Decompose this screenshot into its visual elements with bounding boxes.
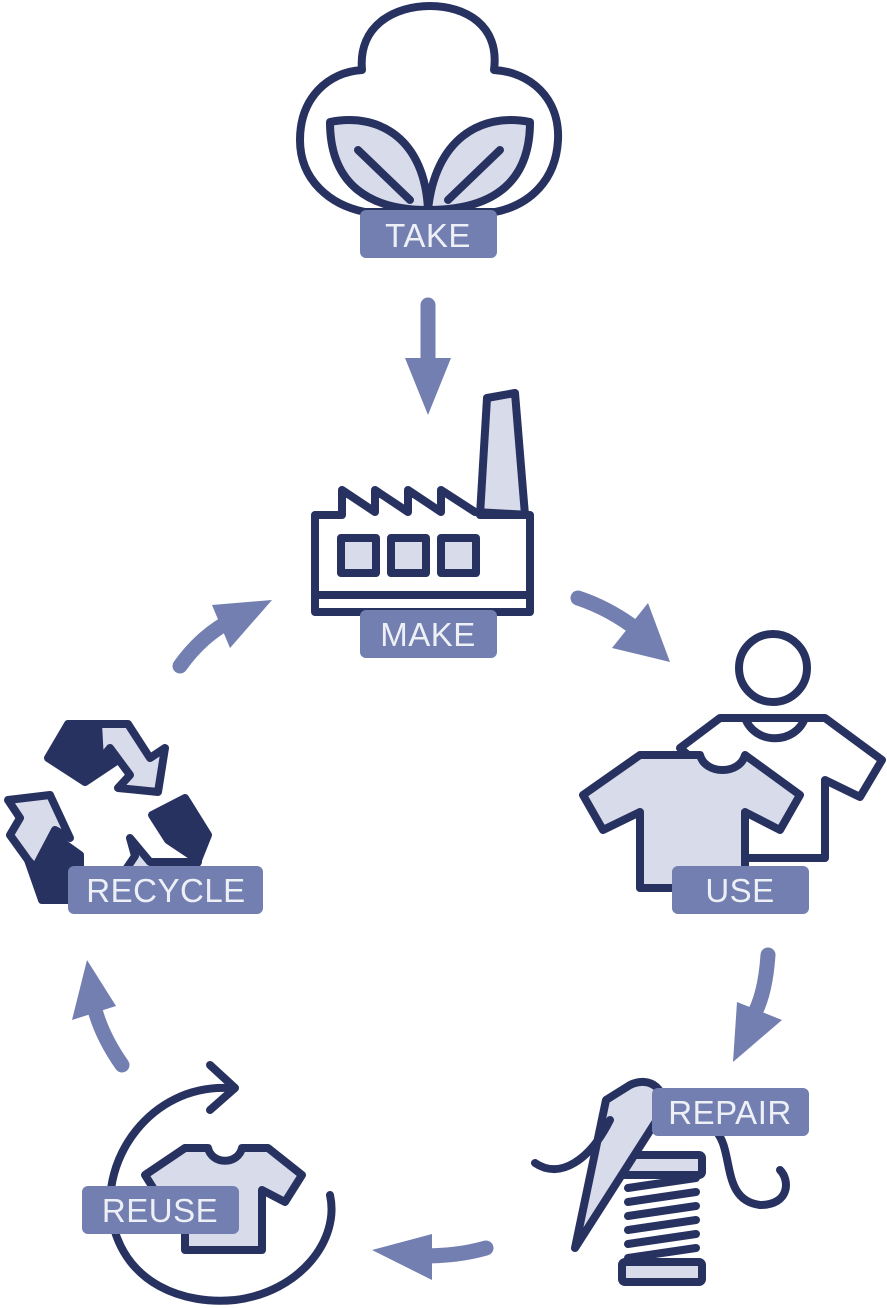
make-label: MAKE — [380, 616, 476, 653]
cotton-plant-icon — [296, 2, 563, 216]
arrow-take-to-make — [405, 297, 451, 415]
recycle-label-box — [68, 866, 263, 914]
take-stage: TAKE — [296, 2, 563, 258]
take-label-box — [360, 210, 497, 258]
recycle-label: RECYCLE — [86, 872, 245, 909]
tshirt-cycle-icon — [106, 1061, 336, 1305]
repair-label-box — [652, 1088, 809, 1136]
use-label-box — [672, 866, 809, 914]
needle-and-thread-spool-icon — [531, 1077, 790, 1286]
arrow-reuse-to-recycle — [72, 960, 130, 1073]
repair-label: REPAIR — [668, 1094, 791, 1131]
use-stage: USE — [579, 630, 886, 914]
make-label-box — [360, 610, 497, 658]
reuse-stage: REUSE — [82, 1061, 336, 1305]
arrow-use-to-repair — [733, 947, 782, 1062]
reuse-label: REUSE — [102, 1192, 218, 1229]
make-stage: MAKE — [311, 389, 534, 658]
reuse-label-box — [82, 1186, 239, 1234]
repair-stage: REPAIR — [531, 1077, 809, 1286]
arrow-recycle-to-make — [172, 600, 272, 674]
person-with-tshirts-icon — [579, 630, 886, 892]
thread-coils — [624, 1174, 700, 1262]
arrow-repair-to-reuse — [372, 1234, 494, 1280]
factory-icon — [311, 389, 534, 616]
recycle-stage: RECYCLE — [4, 720, 263, 914]
take-label: TAKE — [385, 217, 471, 254]
use-label: USE — [705, 872, 774, 909]
arrow-make-to-use — [570, 590, 670, 662]
